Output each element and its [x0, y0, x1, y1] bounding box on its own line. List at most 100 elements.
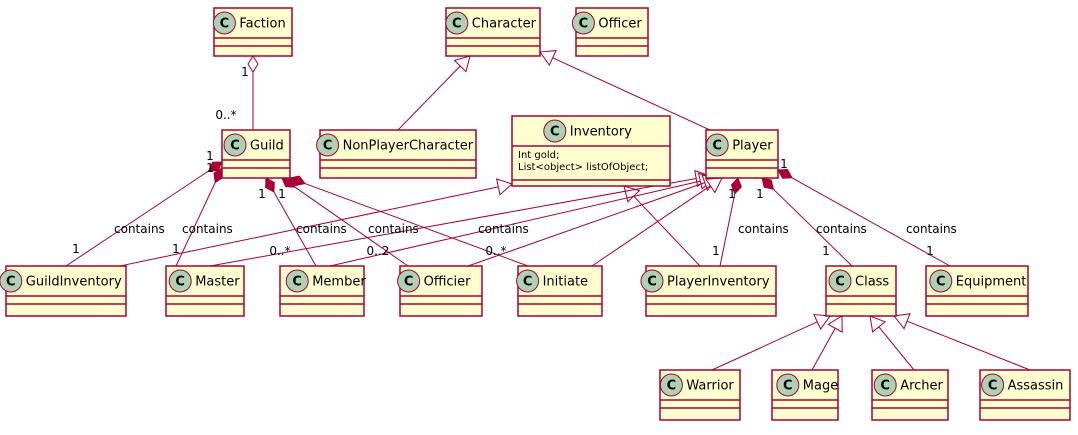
class-name: Guild [250, 139, 284, 154]
multiplicity-part: 1 [712, 244, 720, 258]
relation-faction-guild [247, 55, 259, 130]
relation-player-playerinventory [719, 177, 742, 267]
class-character[interactable]: C Character [445, 7, 541, 57]
multiplicity-part: 1 [822, 244, 830, 258]
relation-guild-master [175, 167, 224, 267]
class-badge-icon [705, 133, 729, 157]
inheritance-arrowhead [869, 315, 887, 333]
relation-guildinventory-inventory [119, 178, 513, 267]
relation-line [119, 186, 499, 267]
relation-player-character [539, 49, 711, 131]
multiplicity-part: 1 [72, 242, 80, 256]
class-badge-icon [981, 373, 1005, 397]
class-badge-letter: C [6, 275, 16, 290]
relation-line [811, 327, 836, 371]
class-badge-letter: C [579, 17, 589, 32]
class-officer[interactable]: C Officer [571, 7, 649, 57]
relation-player-class [761, 177, 853, 267]
inheritance-arrowhead [495, 178, 513, 196]
relation-line [467, 182, 705, 267]
class-box [645, 265, 777, 317]
multiplicity-whole: 1 [780, 157, 788, 171]
relation-label: contains [738, 222, 789, 236]
relation-line [329, 180, 701, 267]
relation-label: contains [182, 222, 233, 236]
class-badge-icon [543, 119, 567, 143]
multiplicity-whole: 1 [728, 187, 736, 201]
class-badge-icon [516, 269, 540, 293]
relations-layer [65, 49, 1031, 371]
class-name: GuildInventory [26, 275, 122, 290]
multiplicity-whole: 1 [206, 161, 214, 175]
class-badge-icon [397, 269, 421, 293]
class-box [771, 369, 839, 421]
relation-line [878, 326, 915, 371]
class-badge-icon [873, 373, 897, 397]
class-playerinventory[interactable]: C PlayerInventory [640, 265, 777, 317]
multiplicity-whole: 1 [241, 65, 249, 79]
class-name: Character [472, 17, 537, 32]
class-name: Faction [239, 17, 285, 32]
multiplicity-part: 0..* [485, 244, 506, 258]
class-badge-icon [776, 373, 800, 397]
class-badge-letter: C [404, 275, 414, 290]
class-badge-letter: C [452, 17, 462, 32]
class-name: PlayerInventory [667, 275, 770, 290]
class-officier[interactable]: C Officier [397, 265, 483, 317]
multiplicity-part: 1 [172, 242, 180, 256]
class-name: Inventory [570, 125, 632, 140]
aggregation-diamond [247, 55, 259, 73]
relation-line [397, 65, 461, 131]
multiplicity-part: 0..* [269, 244, 290, 258]
relation-line [552, 57, 711, 131]
relation-line [175, 182, 216, 267]
multiplicity-whole: 1 [258, 187, 266, 201]
relation-label: contains [478, 222, 529, 236]
class-badge-letter: C [550, 125, 560, 140]
relation-label: contains [906, 222, 957, 236]
class-badge-icon [223, 133, 247, 157]
class-badge-letter: C [292, 275, 302, 290]
relation-line [791, 177, 951, 267]
relation-label: contains [816, 222, 867, 236]
class-badge-letter: C [647, 275, 657, 290]
class-name: Archer [900, 379, 943, 394]
class-guildinventory[interactable]: C GuildInventory [0, 265, 127, 317]
relation-warrior-class [711, 313, 831, 371]
multiplicity-part: 0..2 [367, 244, 390, 258]
class-name: Mage [803, 379, 838, 394]
class-badge-icon [828, 269, 852, 293]
relation-line [773, 188, 853, 267]
relation-label: contains [296, 222, 347, 236]
class-badge-letter: C [835, 275, 845, 290]
class-member[interactable]: C Member [279, 265, 366, 317]
class-badge-letter: C [712, 139, 722, 154]
multiplicity-whole: 1 [206, 149, 214, 163]
class-name: Member [312, 275, 366, 290]
class-badge-icon [285, 269, 309, 293]
labels-layer: 10..*contains11contains11contains10..*co… [72, 65, 957, 258]
class-name: Assassin [1008, 379, 1064, 394]
class-name: Officer [598, 17, 642, 32]
composition-diamond [265, 177, 275, 193]
class-box [979, 369, 1071, 421]
relation-guild-initiate [289, 175, 529, 267]
class-badge-icon [316, 133, 340, 157]
relation-npc-character [397, 55, 471, 131]
class-name: Officier [424, 275, 472, 290]
